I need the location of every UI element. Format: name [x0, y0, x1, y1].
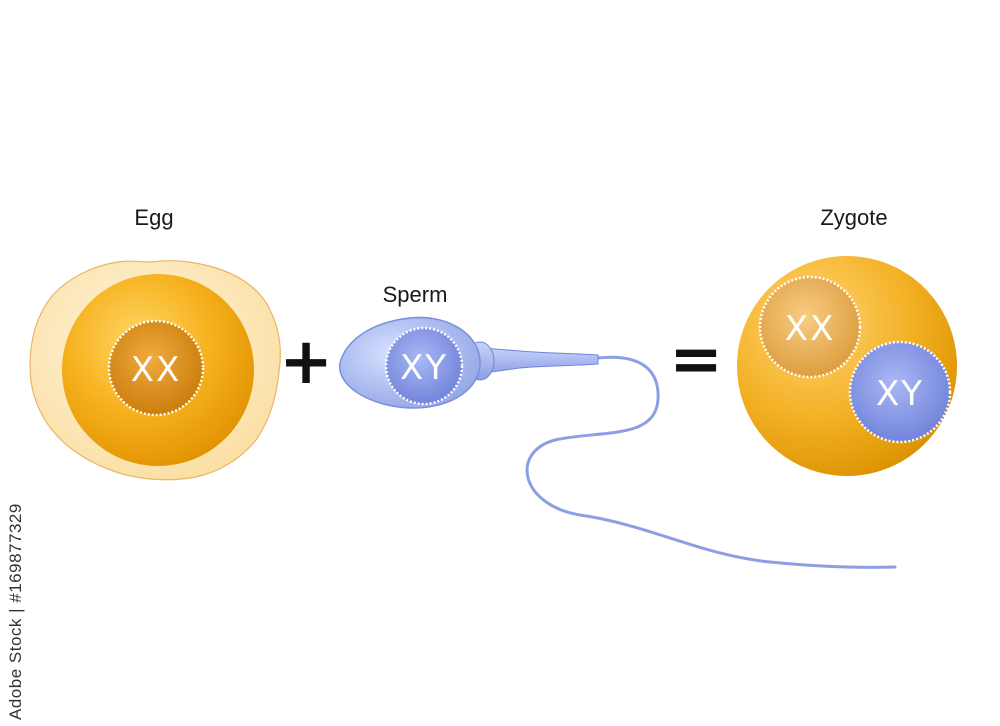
zygote-label: Zygote: [820, 205, 888, 230]
egg-cell: XX: [29, 260, 281, 481]
sperm-label: Sperm: [382, 282, 448, 307]
zygote-sperm-pronucleus: [848, 340, 952, 444]
zygote-sperm-chromosomes: XY: [876, 374, 924, 414]
equals-sign: =: [669, 323, 723, 397]
sperm-chromosomes: XY: [400, 348, 448, 388]
zygote-cell: XX XY: [737, 256, 957, 476]
zygote-egg-pronucleus: [758, 275, 862, 379]
sperm-nucleus: [384, 326, 464, 406]
sperm-tail: [525, 355, 897, 569]
stock-id-sidebar: Adobe Stock | #169877329: [6, 503, 25, 720]
sperm-cell: XY: [339, 316, 897, 569]
egg-nucleus: [107, 319, 205, 417]
plus-sign: +: [279, 325, 333, 399]
egg-chromosomes: XX: [131, 350, 182, 390]
zygote-egg-chromosomes: XX: [785, 309, 836, 349]
egg-label: Egg: [134, 205, 174, 230]
sperm-midpiece: [469, 346, 599, 376]
